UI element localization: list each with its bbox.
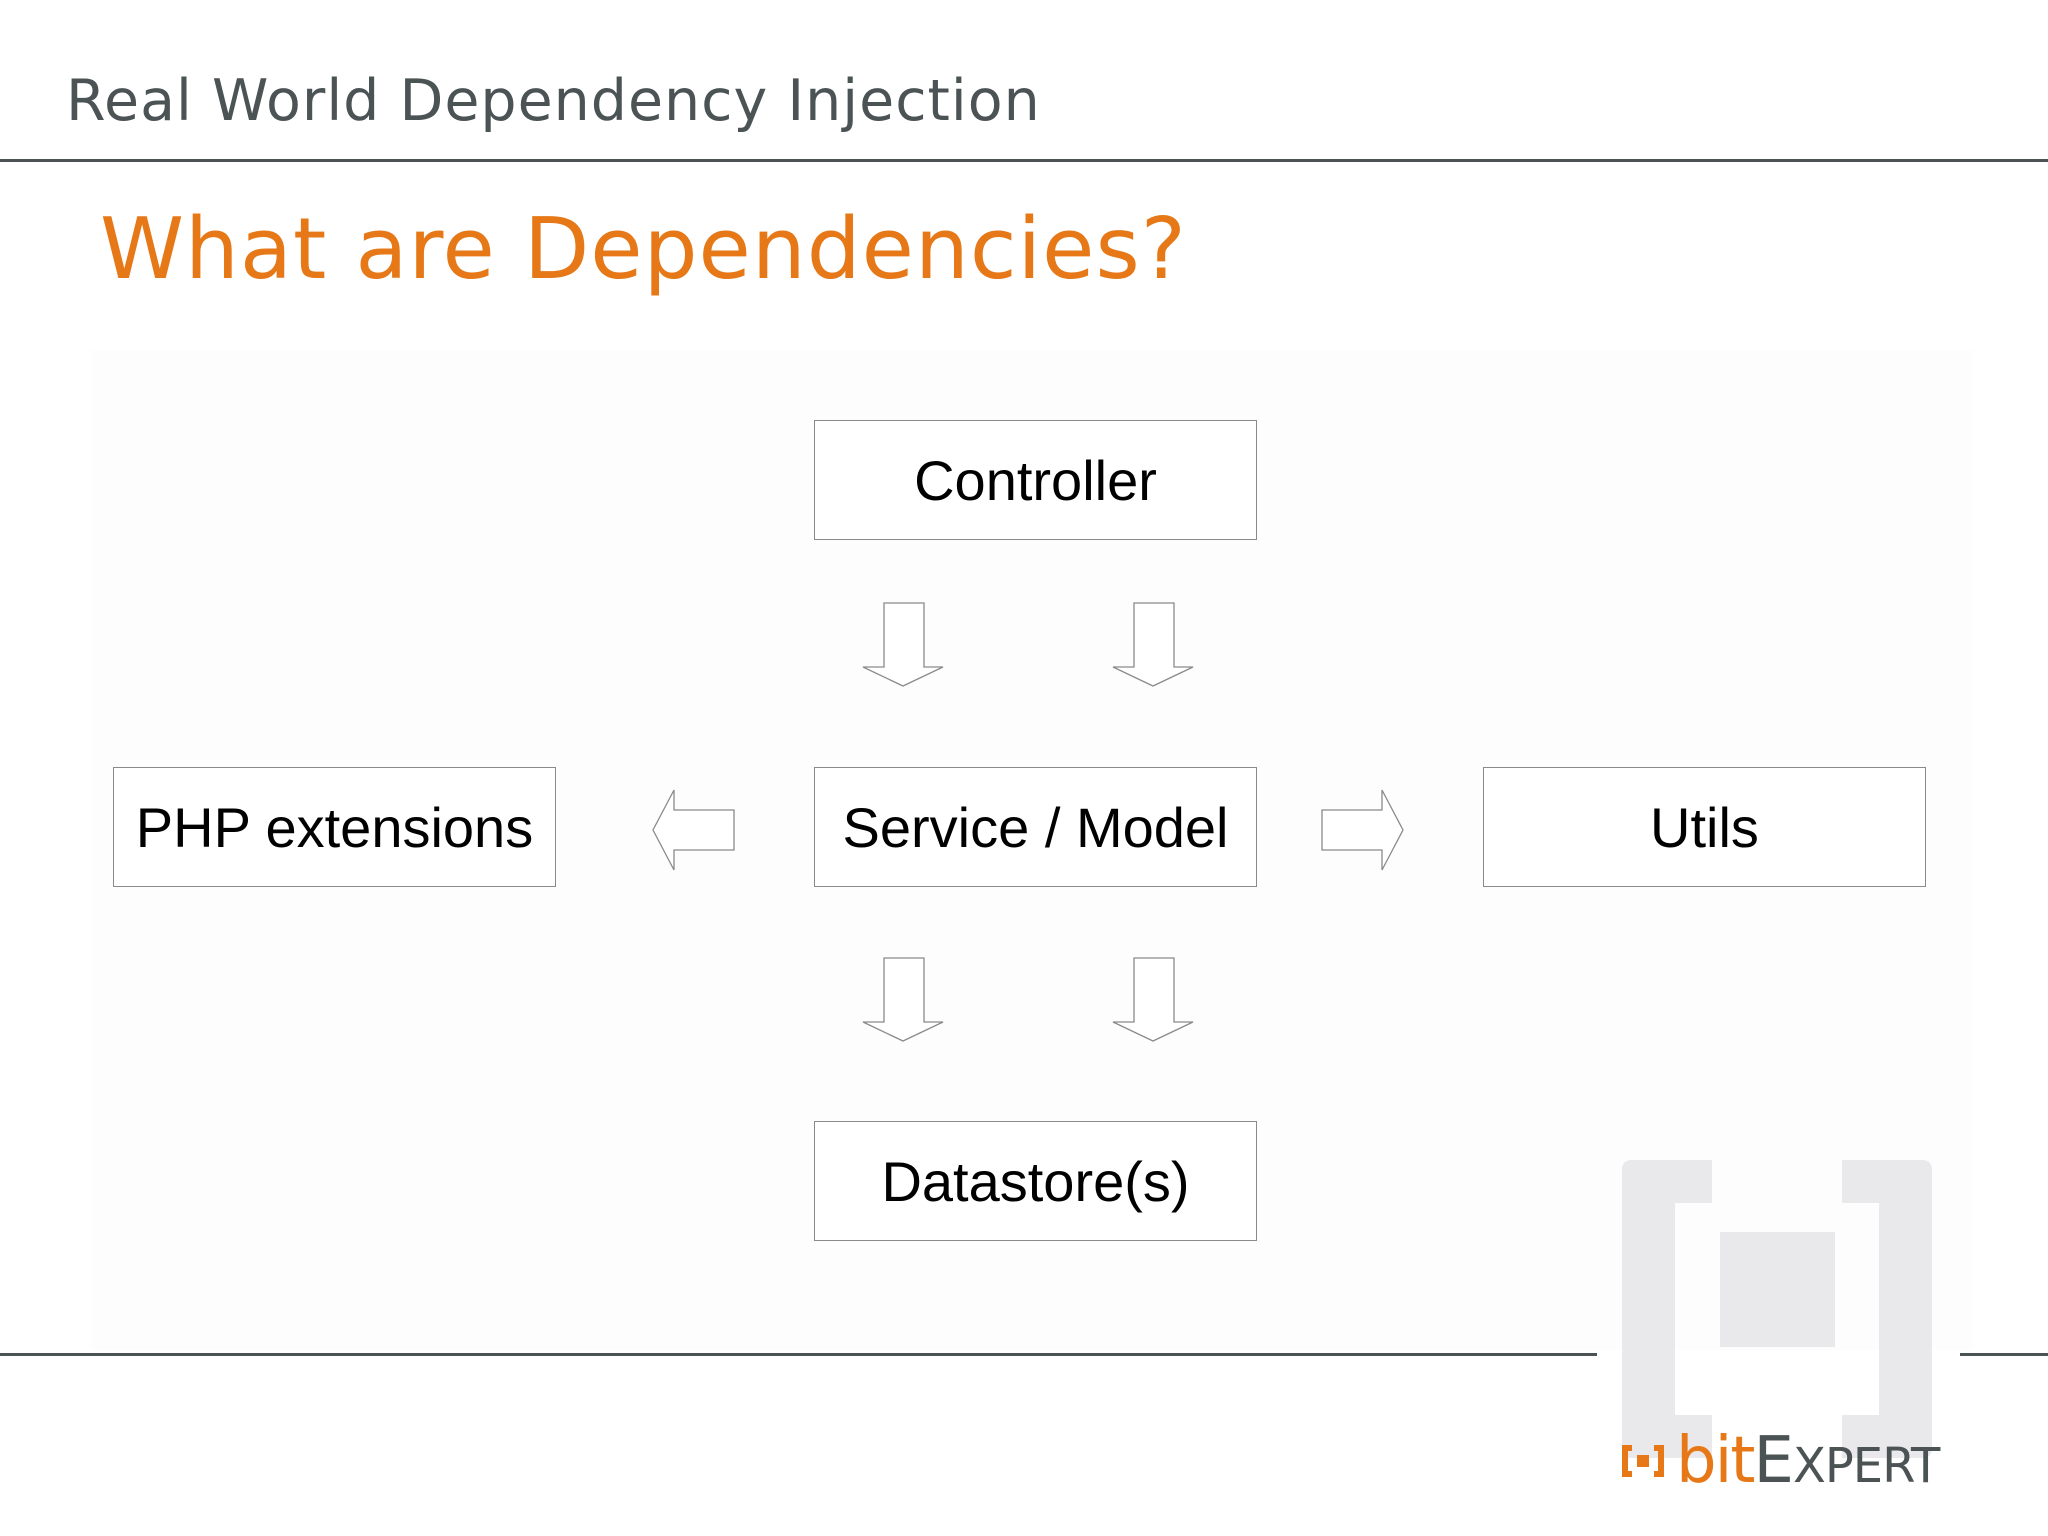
header-divider [0, 159, 2048, 162]
arrow-left-to-php-extensions [652, 789, 735, 871]
bitexpert-mark-icon [1622, 1445, 1664, 1477]
arrow-down-datastore-right [1112, 957, 1194, 1042]
arrow-down-controller-right [1112, 602, 1194, 687]
node-controller: Controller [814, 420, 1257, 540]
footer-divider-left [0, 1353, 1597, 1356]
footer-divider-right [1960, 1353, 2048, 1356]
arrow-down-controller-left [862, 602, 944, 687]
arrow-right-to-utils [1321, 789, 1404, 871]
arrow-down-datastore-left [862, 957, 944, 1042]
presentation-title: Real World Dependency Injection [66, 68, 1041, 134]
brand-expert-text: EXPERT [1753, 1424, 1941, 1498]
bitexpert-bracket-logo [1622, 1160, 1932, 1458]
node-service-model: Service / Model [814, 767, 1257, 887]
brand-bit-text: bit [1676, 1424, 1755, 1498]
slide-title: What are Dependencies? [100, 200, 1187, 299]
node-utils: Utils [1483, 767, 1926, 887]
node-datastores: Datastore(s) [814, 1121, 1257, 1241]
node-php-extensions: PHP extensions [113, 767, 556, 887]
